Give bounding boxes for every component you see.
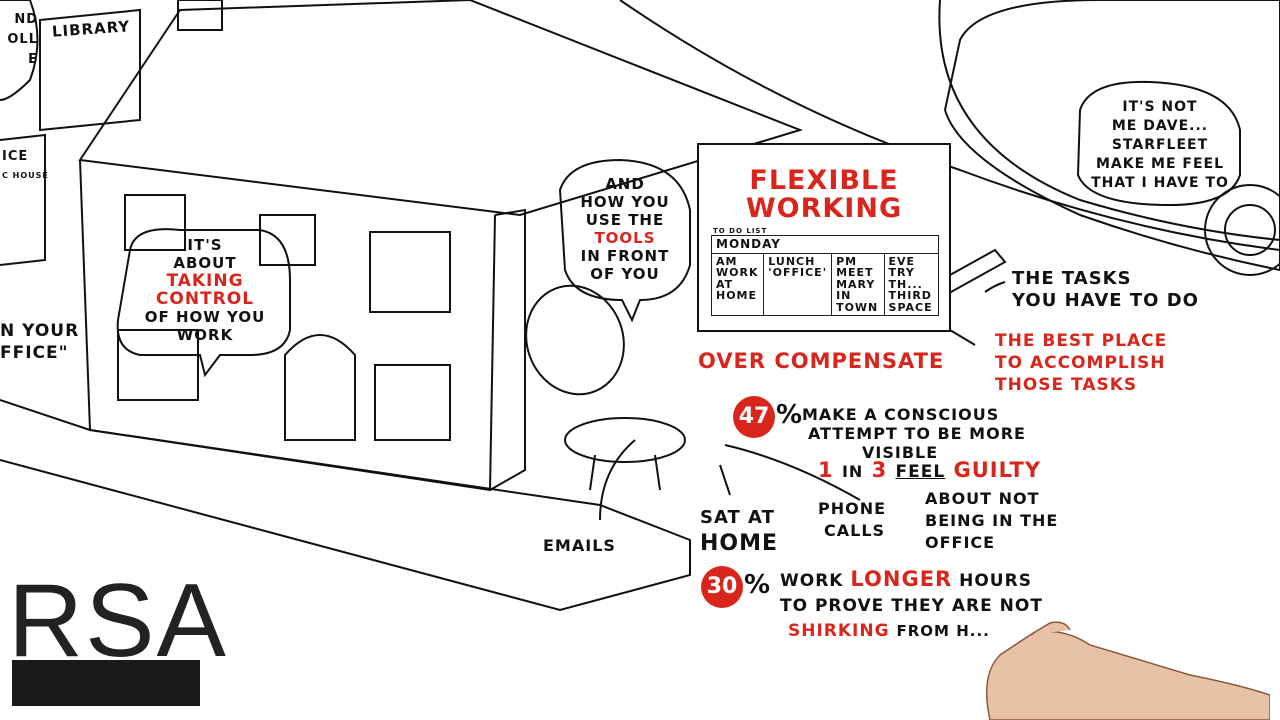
one-in-three-line: 1 IN 3 FEEL GUILTY [818, 458, 1042, 482]
emails-label: EMAILS [543, 536, 616, 555]
bubble-dave: IT'S NOT ME DAVE... STARFLEET MAKE ME FE… [1091, 99, 1229, 191]
rsa-logo-text: RSA [8, 563, 228, 679]
board-title-line1: FLEXIBLE [749, 165, 899, 196]
phone-calls-label: PHONE CALLS [818, 499, 887, 540]
bubble-taking-control: IT'S ABOUT TAKING CONTROL OF HOW YOU WOR… [144, 236, 266, 344]
percent-sign: % [744, 570, 771, 600]
bubble-tools-outline [558, 158, 691, 323]
bubble-taking-control-outline [116, 228, 291, 378]
overcompensate-label: OVER COMPENSATE [698, 349, 945, 373]
sat-at-home-label: SAT AT HOME [700, 507, 779, 556]
guilty-text: ABOUT NOT BEING IN THE OFFICE [925, 489, 1059, 552]
board-title-line2: WORKING [745, 193, 903, 225]
front-door [284, 334, 356, 441]
house-roof [78, 0, 804, 217]
left-quote: N YOUR FFICE" [0, 321, 80, 363]
rsa-logo-bar [12, 660, 200, 706]
best-place-note: THE BEST PLACE TO ACCOMPLISH THOSE TASKS [995, 331, 1168, 395]
pub-sign: C HOUSE [2, 171, 49, 180]
partial-bubble-text: ND OLL E [7, 12, 38, 67]
drawing-hand [985, 621, 1270, 720]
tasks-note: THE TASKS YOU HAVE TO DO [1012, 268, 1199, 311]
percent-sign: % [776, 400, 803, 430]
todo-cell: LUNCH'OFFICE' [763, 252, 833, 317]
stat-47-badge: 47 [733, 396, 775, 438]
bubble-tools: AND HOW YOU USE THE TOOLS IN FRONT OF YO… [580, 175, 670, 283]
stat-30-badge: 30 [701, 566, 743, 608]
stat-30-text: WORK LONGER HOURS TO PROVE THEY ARE NOT … [780, 567, 1043, 641]
office-sign: ICE [2, 149, 29, 164]
todo-day: MONDAY [711, 235, 939, 254]
stat-47-text: MAKE A CONSCIOUS ATTEMPT TO BE MORE VISI… [802, 405, 1026, 462]
todo-label: TO DO LIST [713, 226, 768, 235]
